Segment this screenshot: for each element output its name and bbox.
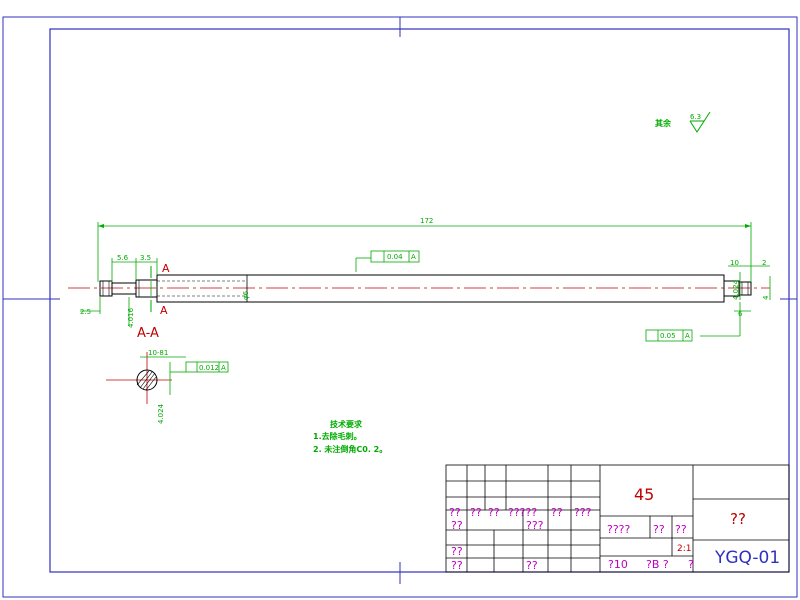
svg-text:2:1: 2:1 [677,544,691,554]
dim-10: 10 [730,259,739,267]
svg-text:??: ?? [551,506,563,519]
svg-text:6.3: 6.3 [690,113,701,121]
dim-5-6: 5.6 [117,254,129,262]
svg-text:0.012: 0.012 [199,364,219,372]
svg-text:A: A [685,332,690,340]
dim-2-5: 2.5 [80,308,91,316]
shaft-view [68,274,770,303]
dimension-lines [80,222,771,326]
svg-text:??: ?? [451,545,463,558]
svg-text:?B ?: ?B ? [646,558,669,571]
svg-text:A: A [411,253,416,261]
roughness-symbol-icon [689,111,711,133]
sheet-inner-frame [49,28,790,573]
svg-text:??: ?? [488,506,500,519]
right-end-dim-2: 4 [762,295,770,300]
svg-text:YGQ-01: YGQ-01 [714,548,780,568]
svg-text:??: ?? [470,506,482,519]
dimension-arrows [98,224,751,228]
svg-text:A: A [221,364,226,372]
svg-text:?????: ????? [508,506,537,519]
left-end-dim: 4.016 [127,307,135,328]
svg-text:45: 45 [634,485,654,504]
center-marks [3,17,797,584]
technical-requirements: 技术要求 1.去除毛刺。 2. 未注倒角C0. 2。 [313,419,387,454]
svg-text:??: ?? [451,559,463,572]
svg-text:0.05: 0.05 [660,332,676,340]
svg-text:1.去除毛刺。: 1.去除毛刺。 [313,431,362,441]
svg-text:A-A: A-A [137,326,159,341]
svg-text:??: ?? [449,506,461,519]
tolerance-frame-2: 0.05 A [645,302,741,342]
title-block [445,464,790,573]
section-cut-markers: A A [150,262,170,317]
title-block-text: ?? ?? ?? ????? ?? ??? ?? ??? ?? ?? ?? ??… [449,485,780,572]
svg-text:??: ?? [653,523,665,536]
svg-text:????: ???? [607,523,631,536]
svg-text:???: ??? [526,519,544,532]
tolerance-frame-1: 0.04 A [355,250,420,272]
shaft-diameter-dim: φ6 [242,290,250,300]
svg-text:?10: ?10 [608,558,628,571]
svg-text:???: ??? [574,506,592,519]
svg-text:?: ? [688,558,694,571]
right-end-dim-1: 4.024 [732,279,740,300]
dim-6: 6 [738,310,743,318]
svg-text:其余: 其余 [655,118,672,128]
svg-text:??: ?? [451,519,463,532]
svg-text:4.024: 4.024 [157,403,165,424]
svg-text:A: A [162,262,170,275]
svg-text:技术要求: 技术要求 [330,419,363,429]
overall-length-dim: 172 [420,217,433,225]
svg-text:??: ?? [730,510,746,528]
dim-2: 2 [762,259,766,267]
svg-text:10-81: 10-81 [148,349,168,357]
svg-text:A: A [160,304,168,317]
svg-text:??: ?? [526,559,538,572]
dim-3-5: 3.5 [140,254,151,262]
section-view-a-a: A-A 10-81 4.024 0.012 A [106,326,229,424]
sheet-outer-border [2,16,798,598]
svg-text:0.04: 0.04 [387,253,403,261]
surface-roughness-note: 其余 6.3 [655,111,711,133]
svg-text:2. 未注倒角C0. 2。: 2. 未注倒角C0. 2。 [313,444,387,454]
svg-text:??: ?? [675,523,687,536]
